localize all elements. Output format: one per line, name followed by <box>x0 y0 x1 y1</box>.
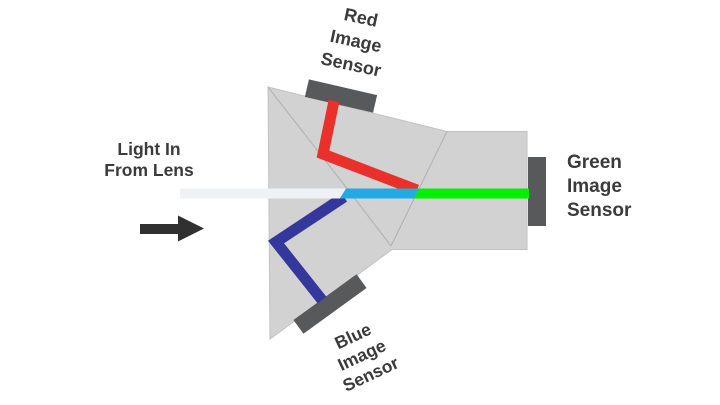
white-light-beam <box>180 188 346 199</box>
light-direction-arrow-icon <box>140 215 204 242</box>
label-line: Light In <box>117 139 181 159</box>
label-line: Sensor <box>567 200 632 221</box>
prism-internal-edge-lower <box>348 190 392 247</box>
green-light-beam <box>414 188 529 199</box>
blue-sensor-bar <box>293 274 367 334</box>
light-in-label: Light In From Lens <box>74 139 224 181</box>
prism-internal-edge-first-dichroic <box>267 86 350 192</box>
green-sensor-label: Green Image Sensor <box>567 151 677 223</box>
red-light-beam <box>316 99 419 196</box>
prism-assembly <box>267 86 528 340</box>
blue-light-beam <box>267 192 348 304</box>
cyan-light-beam <box>340 188 419 199</box>
label-line: Green <box>567 152 622 173</box>
label-line: From Lens <box>104 160 194 180</box>
red-sensor-bar <box>304 79 378 113</box>
label-line: Image <box>567 176 622 197</box>
green-sensor-bar <box>528 157 546 226</box>
